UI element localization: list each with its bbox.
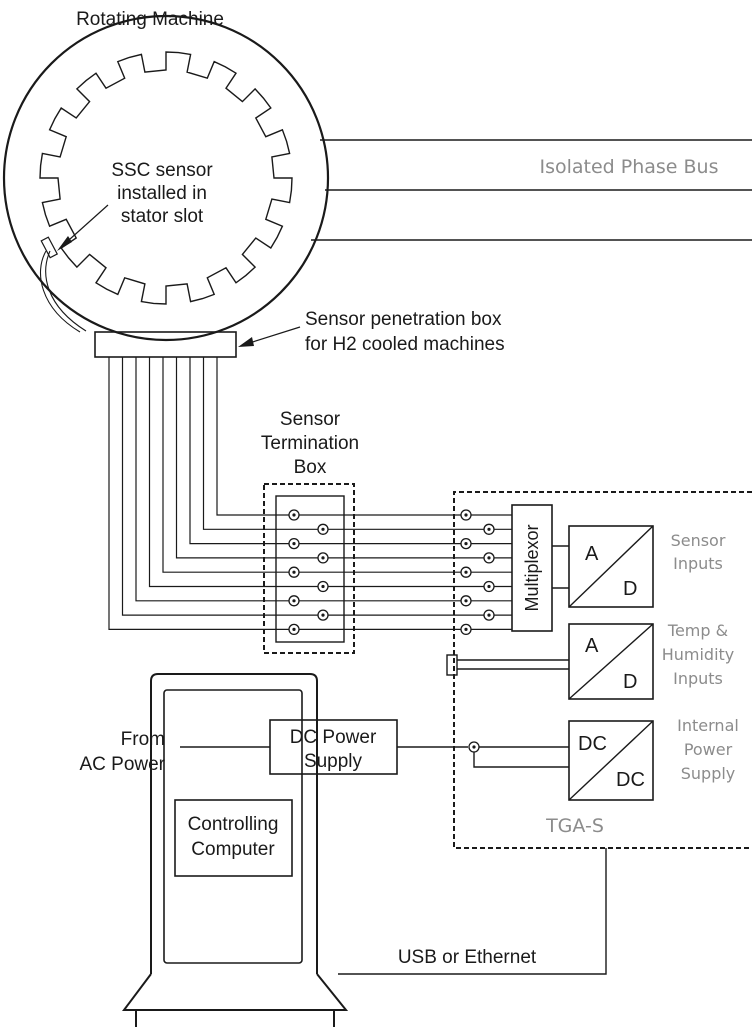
wire-8 [121,357,484,616]
controlling-computer-label-2: Computer [191,839,275,860]
machine-outer-circle [2,14,330,342]
tga-terminal-dot [464,570,468,574]
wire-2 [202,357,484,530]
tga-terminal-dot [487,556,491,560]
dc-power-supply-label-2: Supply [304,751,363,772]
internal-power-label-3: Supply [681,764,736,783]
controlling-computer-label-1: Controlling [188,814,279,835]
sensor-inputs-label-2: Inputs [673,554,723,573]
temp-ad-d: D [623,671,637,693]
termination-terminal-dot [292,627,296,632]
isolated-phase-bus-label: Isolated Phase Bus [539,156,718,178]
tga-terminal-dot [464,542,468,546]
tga-terminal-dot [487,527,491,531]
internal-power-label-2: Power [684,740,733,759]
controlling-computer-laptop [122,673,349,1027]
wire-6 [148,357,484,588]
temp-humidity-label-2: Humidity [662,645,735,664]
sensor-penetration-box [94,331,237,358]
from-ac-power-label-1: From [121,729,165,750]
stator-slot-outline [39,51,293,305]
isolated-phase-bus [311,139,752,241]
termination-terminals [288,509,329,636]
multiplexor-block [511,504,553,632]
wire-5 [162,357,461,573]
sensor-termination-box-dashed [263,483,355,654]
rotating-machine [2,14,330,342]
ssc-sensor [39,204,109,333]
wire-4 [175,357,484,559]
temp-humidity-ad-converter [568,623,654,700]
dc-converter-top: DC [578,733,607,755]
dc-power-supply-label-1: DC Power [290,727,377,748]
termination-terminal-dot [292,599,296,603]
termination-box-label-3: Box [294,457,327,478]
tga-terminal-dot [487,584,491,589]
termination-terminal-dot [321,613,325,617]
tga-terminal-dot [464,599,468,603]
termination-box-label-1: Sensor [280,409,341,430]
wire-3 [189,357,461,545]
termination-terminal-dot [321,556,325,560]
multiplexor-label: Multiplexor [522,524,542,611]
ssc-sensor-label-1: SSC sensor [111,160,213,181]
wire-1 [216,357,461,516]
temp-ad-a: A [585,635,599,657]
termination-terminal-dot [292,542,296,546]
termination-terminal-dot [321,527,325,531]
internal-dc-dc-converter [568,720,654,801]
usb-ethernet-label: USB or Ethernet [398,947,537,968]
termination-terminal-dot [321,584,325,589]
penetration-box-label-2: for H2 cooled machines [305,334,505,355]
from-ac-power-label-2: AC Power [79,754,165,775]
wire-7 [135,357,461,602]
sensor-cabling [108,357,512,631]
sensor-ad-a: A [585,543,599,565]
ssc-sensor-label-3: stator slot [121,206,204,227]
sensor-ad-converter [568,525,654,608]
sensor-ad-d: D [623,578,637,600]
tga-terminal-dot [487,613,491,617]
wire-9 [108,357,461,630]
tga-terminal-dot [464,513,468,517]
temp-humidity-connector [446,654,458,676]
tga-s-label: TGA-S [545,815,604,837]
termination-box-label-2: Termination [261,433,359,454]
rotating-machine-title: Rotating Machine [76,9,224,30]
termination-terminal-dot [292,570,296,574]
internal-power-label-1: Internal [677,716,739,735]
termination-terminal-dot [292,513,296,517]
tga-terminal-dot [464,627,468,632]
tga-s-enclosure [453,491,752,849]
sensor-inputs-label-1: Sensor [671,531,726,550]
ssc-sensor-label-2: installed in [117,183,207,204]
penetration-box-label-1: Sensor penetration box [305,309,502,330]
temp-humidity-label-1: Temp & [667,621,728,640]
tga-input-terminals [460,509,495,636]
sensor-termination-box [275,495,345,643]
dc-converter-bottom: DC [616,769,645,791]
temp-humidity-label-3: Inputs [673,669,723,688]
